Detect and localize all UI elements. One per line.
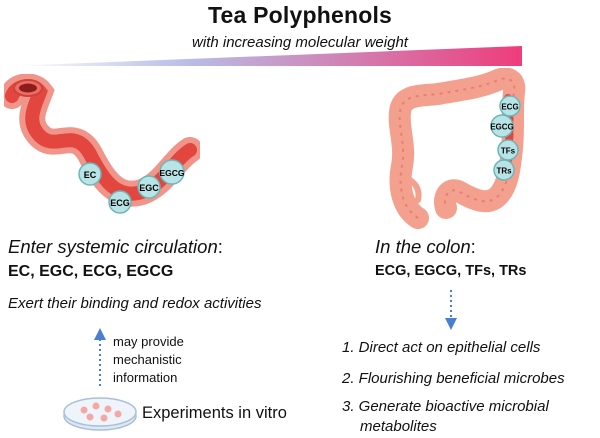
colon-heading-text: In the colon	[375, 236, 471, 257]
colon-illustration: ECG EGCG TFs TRs	[388, 68, 526, 229]
mechanistic-note-line-1: may provide	[113, 334, 184, 349]
petri-dish-icon	[63, 397, 137, 431]
colon-effect-item-3-line-1: 3. Generate bioactive microbial	[342, 398, 549, 415]
colon-label-tfs: TFs	[501, 147, 516, 156]
vessel-label-ec: EC	[84, 170, 97, 180]
colon-effect-item-3: 3. Generate bioactive microbial metaboli…	[342, 397, 592, 437]
vessel-label-egc: EGC	[139, 183, 159, 193]
colon-molecule-ecg: ECG	[499, 95, 521, 117]
systemic-circulation-heading-text: Enter systemic circulation	[8, 236, 218, 257]
systemic-compounds-list: EC, EGC, ECG, EGCG	[8, 263, 174, 280]
colon-molecule-trs: TRs	[493, 159, 515, 181]
systemic-circulation-heading: Enter systemic circulation:	[8, 236, 223, 258]
experiments-in-vitro-label: Experiments in vitro	[142, 404, 287, 422]
colon-compounds-list: ECG, EGCG, TFs, TRs	[375, 263, 527, 279]
vessel-molecule-egcg: EGCG	[159, 159, 185, 185]
vessel-molecule-ec: EC	[78, 162, 102, 186]
blood-vessel-illustration: EC ECG EGC EGCG	[4, 74, 200, 214]
diagram-subtitle: with increasing molecular weight	[192, 34, 408, 51]
vessel-molecule-ecg: ECG	[108, 190, 132, 214]
vessel-label-egcg: EGCG	[159, 168, 184, 178]
diagram-title: Tea Polyphenols	[207, 2, 393, 28]
colon-effect-item-1: 1. Direct act on epithelial cells	[342, 339, 541, 356]
colon-molecule-egcg: EGCG	[490, 114, 514, 138]
binding-redox-activity-text: Exert their binding and redox activities	[8, 295, 262, 312]
colon-molecule-tfs: TFs	[497, 139, 519, 161]
mechanistic-note-line-3: information	[113, 370, 178, 385]
mechanistic-note-line-2: mechanistic	[113, 352, 182, 367]
vessel-label-ecg: ECG	[110, 198, 130, 208]
colon-heading: In the colon:	[375, 236, 476, 258]
systemic-circulation-heading-colon: :	[217, 236, 223, 257]
vessel-molecules: EC ECG EGC EGCG	[78, 159, 185, 214]
colon-molecules: ECG EGCG TFs TRs	[490, 95, 521, 181]
colon-label-ecg: ECG	[501, 103, 518, 112]
colon-label-trs: TRs	[496, 167, 512, 176]
down-arrow-colon	[445, 290, 457, 330]
vessel-molecule-egc: EGC	[137, 175, 161, 199]
molecular-weight-gradient-wedge	[10, 46, 522, 66]
up-arrow-mechanistic	[94, 328, 106, 386]
colon-label-egcg: EGCG	[490, 123, 514, 132]
colon-heading-colon: :	[470, 236, 476, 257]
mechanistic-note: may provide mechanistic information	[113, 333, 213, 387]
colon-effect-item-2: 2. Flourishing beneficial microbes	[342, 370, 565, 387]
colon-effect-item-3-line-2: metabolites	[360, 418, 437, 435]
